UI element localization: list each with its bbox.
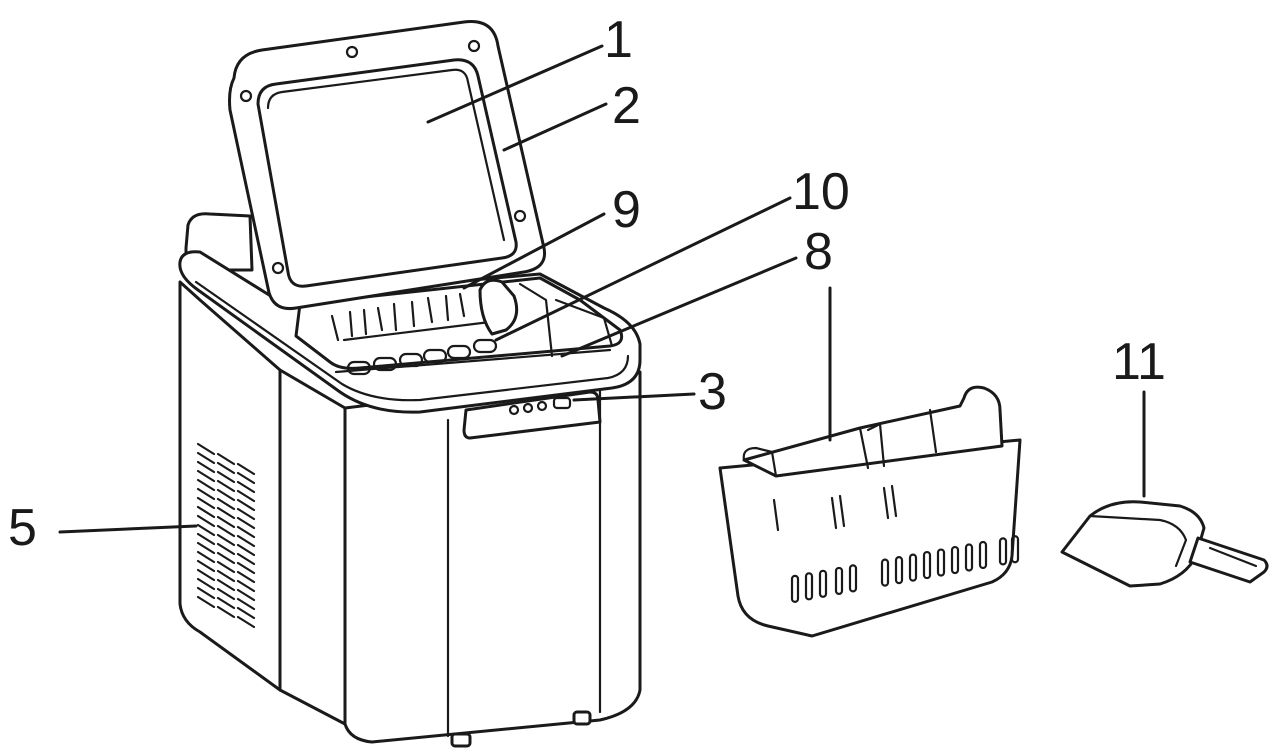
vent-slot bbox=[196, 541, 216, 555]
vent-slot bbox=[196, 460, 216, 474]
vent-slot bbox=[236, 507, 256, 521]
vent-slot bbox=[216, 542, 236, 556]
leader-1 bbox=[426, 44, 604, 124]
vent-slot bbox=[236, 471, 256, 485]
basket-slot bbox=[818, 569, 828, 598]
vent-slot bbox=[196, 568, 216, 582]
vent-slot bbox=[236, 597, 256, 611]
control-panel bbox=[462, 390, 602, 440]
vent-slot bbox=[236, 579, 256, 593]
vent-slot bbox=[236, 462, 256, 476]
basket-slot bbox=[950, 545, 960, 575]
leader-5 bbox=[58, 524, 198, 534]
basket-slot bbox=[998, 537, 1008, 566]
leader-10 bbox=[494, 196, 792, 342]
vent-slot bbox=[196, 550, 216, 564]
vent-slot bbox=[236, 543, 256, 557]
callout-2: 2 bbox=[612, 77, 641, 135]
basket-slot bbox=[880, 558, 890, 587]
vent-slot bbox=[196, 496, 216, 510]
vent-slot bbox=[216, 470, 236, 484]
vent-slot bbox=[216, 569, 236, 583]
vent-slot bbox=[216, 461, 236, 475]
vent-slot bbox=[196, 478, 216, 492]
vent-slot bbox=[216, 533, 236, 547]
vent-slot bbox=[196, 586, 216, 600]
vent-slot bbox=[236, 498, 256, 512]
side-vent bbox=[196, 442, 256, 629]
vent-slot bbox=[216, 605, 236, 619]
ice-tray bbox=[294, 276, 624, 376]
vent-slot bbox=[196, 487, 216, 501]
callout-5: 5 bbox=[8, 499, 37, 557]
vent-slot bbox=[196, 559, 216, 573]
vent-slot bbox=[236, 480, 256, 494]
callout-8: 8 bbox=[804, 223, 833, 281]
vent-slot bbox=[216, 488, 236, 502]
basket-slot bbox=[848, 564, 858, 593]
callout-9: 9 bbox=[612, 181, 641, 239]
vent-slot bbox=[216, 587, 236, 601]
lid-window bbox=[256, 58, 518, 288]
leader-3 bbox=[572, 392, 696, 402]
vent-slot bbox=[236, 525, 256, 539]
ice-scoop bbox=[1060, 500, 1269, 588]
vent-slot bbox=[216, 497, 236, 511]
basket-slot bbox=[1010, 535, 1020, 564]
vent-slot bbox=[216, 506, 236, 520]
vent-slot bbox=[236, 534, 256, 548]
vent-slot bbox=[236, 489, 256, 503]
leader-9 bbox=[462, 212, 606, 290]
basket-slot bbox=[978, 540, 988, 570]
leader-lines bbox=[58, 44, 1146, 534]
callout-1: 1 bbox=[604, 11, 633, 69]
ice-basket bbox=[718, 385, 1022, 638]
vent-slot bbox=[236, 588, 256, 602]
vent-slot bbox=[196, 523, 216, 537]
vent-slot bbox=[196, 577, 216, 591]
vent-slot bbox=[236, 552, 256, 566]
callout-10: 10 bbox=[792, 163, 850, 221]
vent-slot bbox=[236, 516, 256, 530]
leader-2 bbox=[502, 102, 608, 152]
basket-slot bbox=[936, 548, 946, 577]
vent-slot bbox=[216, 515, 236, 529]
basket-slot bbox=[964, 543, 974, 572]
callout-11: 11 bbox=[1112, 333, 1166, 391]
lid bbox=[228, 20, 547, 311]
vent-slot bbox=[196, 469, 216, 483]
callout-3: 3 bbox=[698, 363, 727, 421]
vent-slot bbox=[196, 442, 216, 456]
vent-slot bbox=[216, 452, 236, 466]
basket-slot bbox=[834, 566, 844, 596]
basket-slot bbox=[804, 572, 814, 601]
vent-slot bbox=[196, 595, 216, 609]
basket-slot bbox=[894, 556, 904, 585]
vent-slot bbox=[196, 532, 216, 546]
vent-slot bbox=[236, 615, 256, 629]
vent-slot bbox=[236, 570, 256, 584]
basket-slot bbox=[790, 574, 800, 603]
vent-slot bbox=[236, 561, 256, 575]
vent-slot bbox=[216, 524, 236, 538]
vent-slot bbox=[216, 578, 236, 592]
vent-slot bbox=[196, 451, 216, 465]
vent-slot bbox=[216, 596, 236, 610]
vent-slot bbox=[196, 505, 216, 519]
basket-slot bbox=[922, 550, 932, 580]
leader-8 bbox=[560, 256, 798, 358]
vent-slot bbox=[216, 479, 236, 493]
vent-slot bbox=[216, 560, 236, 574]
basket-slot bbox=[908, 553, 918, 582]
vent-slot bbox=[216, 551, 236, 565]
vent-slot bbox=[196, 514, 216, 528]
vent-slot bbox=[236, 606, 256, 620]
